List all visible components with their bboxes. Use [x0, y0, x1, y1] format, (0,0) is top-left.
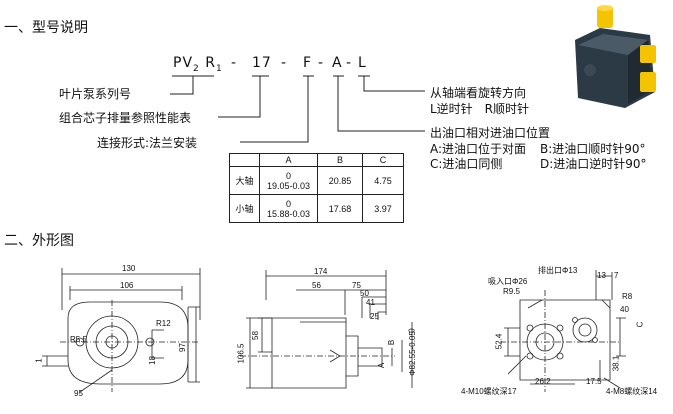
label-rotation-opts: L逆时针 R顺时针 — [430, 102, 530, 116]
row-a-bottom: 19.05-0.03 — [266, 180, 311, 191]
row-b: 17.68 — [317, 194, 363, 223]
label-series: 叶片泵系列号 — [59, 87, 132, 101]
section1-title: 一、型号说明 — [4, 20, 88, 36]
d3-13: 13 — [597, 271, 606, 280]
code-r: R — [205, 55, 216, 71]
d3-c: C — [635, 321, 645, 328]
code-dash3: - — [318, 55, 325, 71]
model-code: PV2 R1 — [173, 55, 223, 74]
code-dash4: - — [346, 55, 353, 71]
label-opt-a: A:进油口位于对面 — [430, 142, 527, 156]
d1-r12: R12 — [156, 319, 171, 328]
row-a-top: 0 — [285, 170, 291, 181]
d2-50: 50 — [360, 289, 369, 298]
section2-title: 二、外形图 — [4, 233, 74, 249]
code-dash1: - — [231, 55, 238, 71]
label-outlet: 出油口相对进油口位置 — [430, 126, 551, 140]
d1-130: 130 — [122, 264, 136, 273]
label-combo: 组合芯子排量参照性能表 — [59, 111, 192, 125]
code-pv: PV — [173, 55, 194, 71]
d2-56: 56 — [312, 281, 321, 290]
d1-95: 95 — [74, 389, 83, 398]
row-a-bottom: 15.88-0.03 — [266, 208, 311, 219]
code-17: 17 — [252, 55, 272, 71]
code-dash2: - — [281, 55, 288, 71]
row-c: 3.97 — [362, 194, 404, 223]
d1-106: 106 — [120, 281, 134, 290]
d2-25: 25 — [370, 312, 379, 321]
d3-r8: R8 — [622, 292, 633, 301]
d3-40: 40 — [620, 305, 629, 314]
row-name: 小轴 — [229, 194, 260, 223]
row-name: 大轴 — [229, 166, 260, 195]
d3-175: 17.5 — [586, 377, 602, 386]
label-opt-d: D:进油口逆时针90° — [540, 157, 647, 171]
d1-r55: R5.5 — [70, 335, 87, 344]
label-rotation: 从轴端看旋转方向 — [430, 86, 527, 100]
code-sub2: 2 — [193, 63, 200, 74]
label-connect: 连接形式:法兰安装 — [97, 136, 198, 150]
d2-75: 75 — [352, 281, 361, 290]
code-a: A — [332, 55, 343, 71]
code-f: F — [303, 55, 313, 71]
d2-41: 41 — [366, 298, 375, 307]
d3-7: 7 — [614, 271, 619, 280]
d3-262: 26.2 — [535, 377, 551, 386]
code-sub1: 1 — [215, 63, 223, 74]
d3-outlet: 排出口Φ13 — [538, 266, 578, 275]
d3-inlet: 吸入口Φ26 — [488, 277, 528, 286]
code-l: L — [358, 55, 367, 71]
d3-381: 38.1 — [611, 355, 621, 372]
label-opt-c: C:进油口同侧 — [430, 157, 503, 171]
d2-174: 174 — [314, 267, 328, 276]
row-a-top: 0 — [285, 198, 291, 209]
d3-m10: 4-M10螺纹深17 — [461, 387, 517, 396]
d3-r95: R9.5 — [503, 287, 520, 296]
d3-m8: 4-M8螺纹深14 — [606, 387, 658, 396]
label-opt-b: B:进油口顺时针90° — [540, 142, 646, 156]
d3-524: 52.4 — [494, 333, 504, 350]
